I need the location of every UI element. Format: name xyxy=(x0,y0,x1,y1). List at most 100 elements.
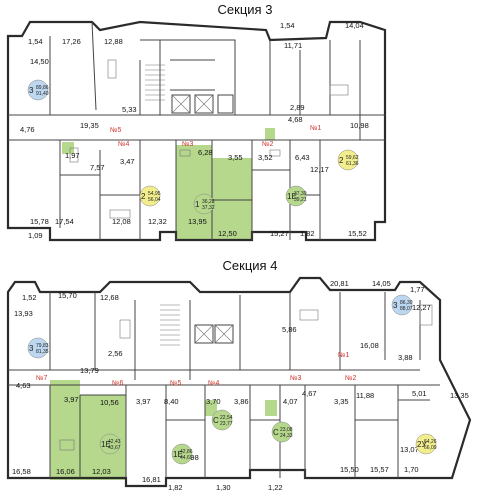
bath-highlight xyxy=(205,400,217,416)
badge-circle xyxy=(337,149,359,171)
room-area: 13,79 xyxy=(80,366,99,375)
apartment-number: №5 xyxy=(110,127,122,134)
badge-area-total: 24,33 xyxy=(280,433,293,439)
room-area: 3,97 xyxy=(136,397,151,406)
room-area: 2,89 xyxy=(290,103,305,112)
room-area: 10,98 xyxy=(350,121,369,130)
room-area: 13,35 xyxy=(450,391,469,400)
room-area: 1,54 xyxy=(280,21,295,30)
room-area: 3,88 xyxy=(398,353,413,362)
apartment-number: №3 xyxy=(182,141,194,148)
room-area: 3,35 xyxy=(334,397,349,406)
room-area: 12,88 xyxy=(104,37,123,46)
badge-circle xyxy=(415,433,437,455)
room-area: 10,56 xyxy=(100,398,119,407)
badge-area-living: 22,54 xyxy=(220,415,233,421)
badge-area-total: 91,40 xyxy=(36,91,49,97)
apartment-highlight xyxy=(50,380,80,480)
room-area: 3,86 xyxy=(234,397,249,406)
room-area: 19,35 xyxy=(80,121,99,130)
room-area: 13,95 xyxy=(188,217,207,226)
section-title: Секция 3 xyxy=(218,2,273,17)
room-area: 12,32 xyxy=(148,217,167,226)
badge-area-living: 23,08 xyxy=(280,427,293,433)
badge-area-total: 61,36 xyxy=(346,161,359,167)
bath-highlight xyxy=(62,142,74,154)
room-area: 1,09 xyxy=(28,231,43,240)
section-4-walls xyxy=(6,276,472,488)
room-area: 5,33 xyxy=(122,105,137,114)
room-area: 3,52 xyxy=(258,153,273,162)
badge-area-living: 42,43 xyxy=(108,439,121,445)
apartment-number: №1 xyxy=(310,125,322,132)
badge-area-total: 81,35 xyxy=(36,349,49,355)
room-area: 3,70 xyxy=(206,397,221,406)
badge-rooms: 3 xyxy=(29,86,34,95)
badge-circle xyxy=(27,79,49,101)
room-area: 12,50 xyxy=(218,229,237,238)
badge-area-total: 37,32 xyxy=(202,205,215,211)
room-area: 1,22 xyxy=(268,483,283,492)
badge-area-total: 88,07 xyxy=(400,306,413,312)
room-area: 13,93 xyxy=(14,309,33,318)
apartment-number: №4 xyxy=(118,141,130,148)
badge-area-living: 37,39 xyxy=(294,191,307,197)
room-area: 4,67 xyxy=(302,389,317,398)
room-area: 12,08 xyxy=(112,217,131,226)
badge-rooms: 3 xyxy=(393,301,398,310)
badge-circle xyxy=(193,193,215,215)
apartment-number: №7 xyxy=(36,375,48,382)
badge-rooms: 1Е xyxy=(173,450,183,459)
room-area: 4,07 xyxy=(283,397,298,406)
badge-area-total: 23,77 xyxy=(220,421,233,427)
room-area: 15,57 xyxy=(370,465,389,474)
badge-rooms: С xyxy=(213,416,219,425)
badge-rooms: 1Е xyxy=(101,440,111,449)
room-area: 15,78 xyxy=(30,217,49,226)
badge-circle xyxy=(271,421,293,443)
badge-rooms: 1Е xyxy=(287,192,297,201)
room-area: 5,01 xyxy=(412,389,427,398)
room-area: 7,57 xyxy=(90,163,105,172)
room-area: 1,97 xyxy=(65,151,80,160)
bath-highlight xyxy=(265,128,275,140)
badge-circle xyxy=(285,185,307,207)
section-4-areas: 1,52 15,70 12,68 20,81 14,05 1,77 12,27 … xyxy=(12,279,469,492)
room-area: 14,04 xyxy=(345,21,364,30)
badge-area-living: 89,86 xyxy=(36,85,49,91)
badge-rooms: 3 xyxy=(29,344,34,353)
room-area: 17,26 xyxy=(62,37,81,46)
badge-circle xyxy=(391,294,413,316)
room-area: 14,05 xyxy=(372,279,391,288)
room-area: 15,52 xyxy=(348,229,367,238)
badge-area-total: 39,21 xyxy=(294,197,307,203)
room-area: 16,81 xyxy=(142,475,161,484)
room-area: 16,08 xyxy=(360,341,379,350)
room-area: 20,81 xyxy=(330,279,349,288)
section-3-areas: 1,54 14,50 17,26 12,88 1,54 14,04 11,71 … xyxy=(20,21,369,240)
room-area: 12,27 xyxy=(412,303,431,312)
badge-circle xyxy=(139,185,161,207)
room-area: 1,70 xyxy=(404,465,419,474)
room-area: 16,06 xyxy=(56,467,75,476)
room-area: 14,50 xyxy=(30,57,49,66)
badge-rooms: 2У xyxy=(417,440,427,449)
badge-area-living: 79,83 xyxy=(36,343,49,349)
badge-circle xyxy=(211,409,233,431)
room-area: 12,17 xyxy=(310,165,329,174)
room-area: 1,52 xyxy=(22,293,37,302)
room-area: 1,77 xyxy=(410,285,425,294)
badge-rooms: 2 xyxy=(339,156,344,165)
room-area: 6,28 xyxy=(198,148,213,157)
badge-rooms: 2 xyxy=(141,192,146,201)
apartment-number: №3 xyxy=(290,375,302,382)
